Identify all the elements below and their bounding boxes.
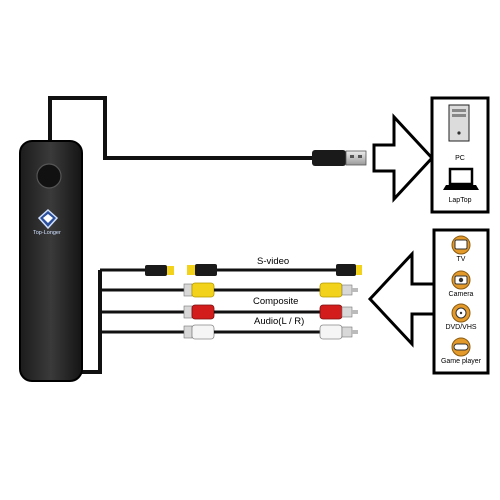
s-video-label: S-video <box>257 256 290 267</box>
arrow-to-computer <box>372 113 435 203</box>
usb-cable <box>48 96 316 160</box>
pc-label: PC <box>455 155 465 162</box>
capture-button[interactable] <box>36 163 62 189</box>
tv-label: TV <box>456 256 466 263</box>
composite-label: Composite <box>253 296 299 307</box>
usb-plug[interactable] <box>312 150 367 166</box>
composite-cable[interactable] <box>183 282 358 298</box>
camera-label: Camera <box>448 291 474 298</box>
camera-icon <box>451 270 471 290</box>
game-player-label: Game player <box>440 358 482 365</box>
brand-name: Top-Longer <box>33 230 61 236</box>
dvd-vhs-label: DVD/VHS <box>445 324 477 331</box>
tv-icon <box>451 235 471 255</box>
audio-label: Audio(L / R) <box>254 316 305 327</box>
laptop-label: LapTop <box>448 197 472 204</box>
dvd-icon <box>451 303 471 323</box>
arrow-from-sources <box>367 250 436 348</box>
game-controller-icon <box>451 337 471 357</box>
s-video-cable[interactable] <box>145 264 362 276</box>
brand-logo <box>37 208 59 230</box>
audio-left-cable[interactable] <box>183 324 358 340</box>
capture-device <box>19 140 83 382</box>
audio-right-cable[interactable] <box>183 304 358 320</box>
laptop-icon <box>443 167 479 190</box>
desktop-tower-icon <box>448 104 470 142</box>
